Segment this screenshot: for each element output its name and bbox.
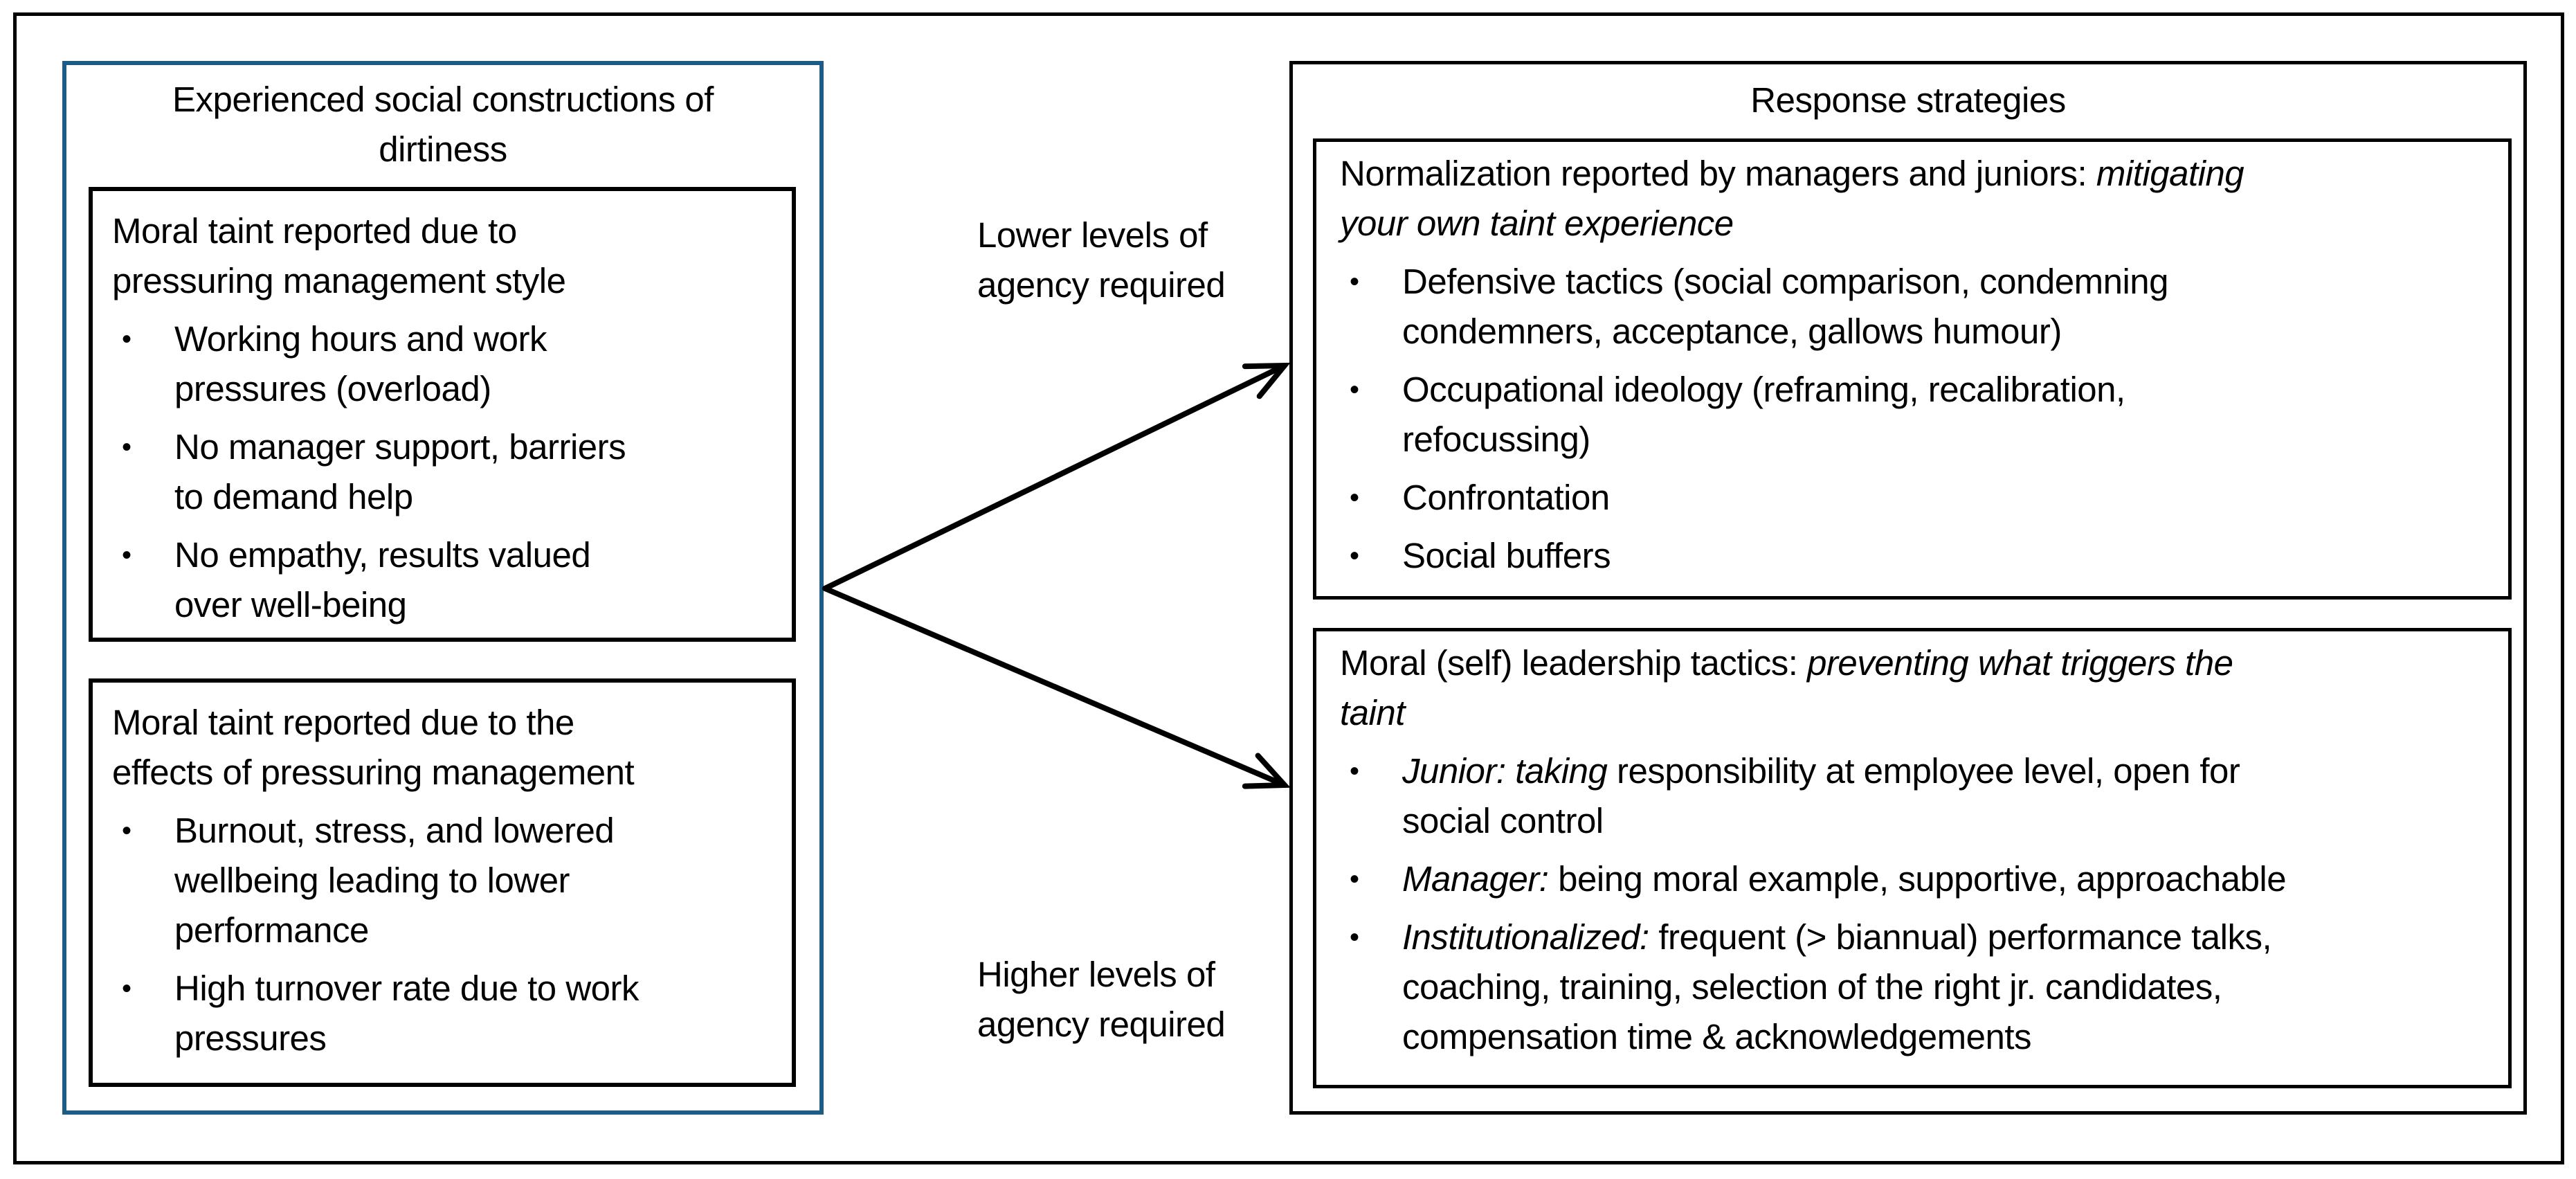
bullet-lead-italic: Junior: taking: [1402, 751, 1608, 791]
box-title: Normalization reported by managers and j…: [1340, 149, 2485, 249]
bullet-rest: responsibility at employee level, open f…: [1402, 751, 2240, 840]
list-item: • Manager: being moral example, supporti…: [1340, 854, 2485, 904]
bullet-icon: •: [122, 816, 131, 846]
bullet-text: Occupational ideology (reframing, recali…: [1402, 370, 2125, 459]
list-item: • Burnout, stress, and lowered wellbeing…: [112, 806, 772, 955]
bullet-icon: •: [122, 540, 131, 570]
title-italic: preventing what triggers the taint: [1340, 643, 2233, 732]
bullet-text: No manager support, barriers to demand h…: [174, 427, 626, 516]
bullet-icon: •: [1350, 864, 1359, 894]
bullet-icon: •: [122, 432, 131, 462]
bullet-icon: •: [1350, 375, 1359, 405]
bullet-text: Junior: taking responsibility at employe…: [1402, 746, 2485, 846]
bullet-icon: •: [1350, 267, 1359, 297]
list-item: • No manager support, barriers to demand…: [112, 422, 772, 522]
bullet-text: No empathy, results valued over well-bei…: [174, 535, 591, 624]
list-item: • Junior: taking responsibility at emplo…: [1340, 746, 2485, 846]
normalization-box: Normalization reported by managers and j…: [1313, 138, 2512, 600]
bullet-icon: •: [1350, 483, 1359, 513]
lower-agency-label: Lower levels of agency required: [977, 215, 1226, 305]
bullet-text: Working hours and work pressures (overlo…: [174, 319, 547, 408]
bullet-text: Institutionalized: frequent (> biannual)…: [1402, 912, 2485, 1062]
bullet-lead-italic: Institutionalized:: [1402, 917, 1649, 957]
moral-taint-effects-box: Moral taint reported due to the effects …: [89, 678, 796, 1087]
title-prefix: Normalization reported by managers and j…: [1340, 154, 2096, 193]
bullet-rest: frequent (> biannual) performance talks,…: [1402, 917, 2272, 1056]
page-border: [13, 12, 2564, 1164]
bullet-text: Confrontation: [1402, 478, 1610, 517]
moral-leadership-box: Moral (self) leadership tactics: prevent…: [1313, 628, 2512, 1088]
bullet-text: Defensive tactics (social comparison, co…: [1402, 262, 2169, 351]
bullet-icon: •: [1350, 756, 1359, 786]
title-italic: mitigating your own taint experience: [1340, 154, 2244, 243]
box-title: Moral taint reported due to pressuring m…: [112, 211, 566, 300]
bullet-icon: •: [122, 324, 131, 354]
response-strategies-panel: Response strategies Normalization report…: [1289, 61, 2527, 1115]
bullet-text: Social buffers: [1402, 536, 1611, 575]
higher-agency-label: Higher levels of agency required: [977, 955, 1226, 1044]
experienced-constructions-panel: Experienced social constructions of dirt…: [62, 61, 824, 1115]
bullet-lead-italic: Manager:: [1402, 859, 1549, 899]
list-item: • Working hours and work pressures (over…: [112, 314, 772, 414]
list-item: • Occupational ideology (reframing, reca…: [1340, 365, 2485, 465]
moral-taint-style-box: Moral taint reported due to pressuring m…: [89, 187, 796, 642]
box-title: Moral (self) leadership tactics: prevent…: [1340, 638, 2485, 738]
list-item: • Confrontation: [1340, 473, 2485, 523]
list-item: • High turnover rate due to work pressur…: [112, 964, 772, 1063]
list-item: • Social buffers: [1340, 531, 2485, 581]
list-item: • Defensive tactics (social comparison, …: [1340, 257, 2485, 357]
bullet-text: Burnout, stress, and lowered wellbeing l…: [174, 811, 615, 950]
list-item: • Institutionalized: frequent (> biannua…: [1340, 912, 2485, 1062]
list-item: • No empathy, results valued over well-b…: [112, 530, 772, 630]
left-panel-title: Experienced social constructions of dirt…: [172, 80, 714, 169]
bullet-icon: •: [1350, 922, 1359, 953]
box-title: Moral taint reported due to the effects …: [112, 703, 635, 792]
title-prefix: Moral (self) leadership tactics:: [1340, 643, 1808, 683]
bullet-text: High turnover rate due to work pressures: [174, 969, 640, 1058]
bullet-rest: being moral example, supportive, approac…: [1548, 859, 2287, 899]
bullet-icon: •: [1350, 541, 1359, 571]
right-panel-title: Response strategies: [1750, 80, 2066, 120]
bullet-text: Manager: being moral example, supportive…: [1402, 854, 2485, 904]
bullet-icon: •: [122, 973, 131, 1004]
